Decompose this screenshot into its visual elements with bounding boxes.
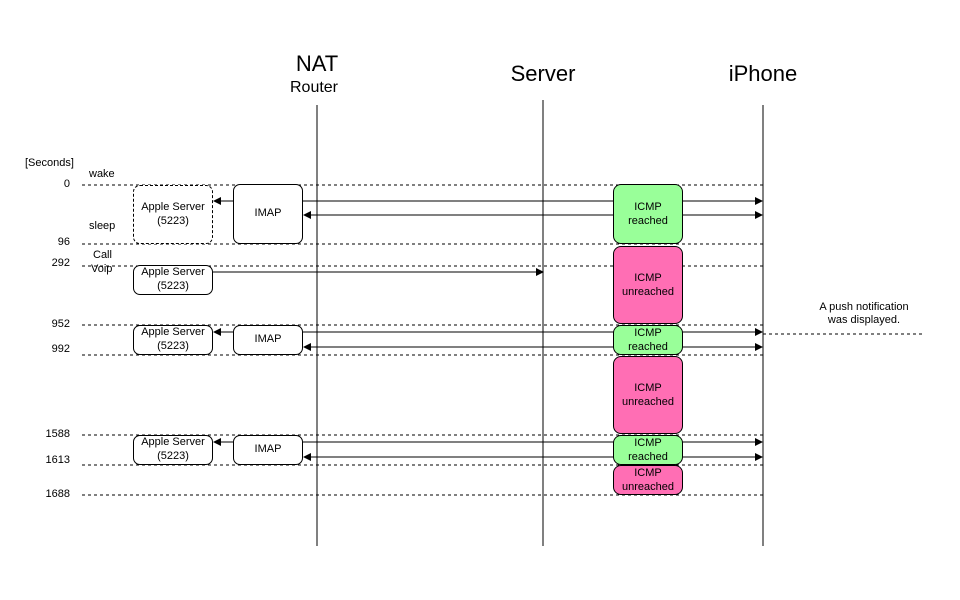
apple-server-label: Apple Server (141, 436, 205, 449)
apple-server-port: (5223) (157, 340, 189, 352)
apple-server-port: (5223) (157, 280, 189, 292)
icmp-status: unreached (622, 396, 674, 408)
apple-server-box-4: Apple Server (5223) (133, 435, 213, 465)
time-label-1588: 1588 (45, 428, 70, 440)
icmp-label: ICMP (634, 436, 662, 449)
time-label-952: 952 (51, 318, 70, 330)
push-note-line-2: was displayed. (827, 314, 901, 327)
icmp-unreached-1: ICMP unreached (613, 246, 683, 324)
icmp-reached-2: ICMP reached (613, 325, 683, 355)
apple-server-label: Apple Server (141, 266, 205, 279)
icmp-label: ICMP (634, 466, 662, 479)
icmp-status: reached (628, 451, 668, 463)
imap-box-2: IMAP (233, 325, 303, 355)
apple-server-port: (5223) (157, 214, 189, 227)
time-label-96: 96 (57, 236, 70, 248)
imap-label: IMAP (254, 443, 282, 456)
axis-unit-label: [Seconds] (25, 157, 74, 169)
icmp-status: reached (628, 341, 668, 353)
time-label-292: 292 (51, 257, 70, 269)
apple-server-port: (5223) (157, 450, 189, 462)
icmp-label: ICMP (634, 271, 662, 284)
time-label-1613: 1613 (45, 454, 70, 466)
imap-box-3: IMAP (233, 435, 303, 465)
event-call-label: Call (93, 249, 112, 261)
imap-label: IMAP (254, 207, 282, 220)
icmp-reached-1: ICMP reached (613, 184, 683, 244)
push-note-line-1: A push notification (819, 301, 909, 313)
event-voip-label: Voip (91, 263, 113, 275)
apple-server-label: Apple Server (141, 326, 205, 339)
time-label-992: 992 (51, 343, 70, 355)
header-router: Router (289, 79, 339, 96)
apple-server-box-2: Apple Server (5223) (133, 265, 213, 295)
icmp-status: unreached (622, 286, 674, 298)
icmp-unreached-2: ICMP unreached (613, 356, 683, 434)
icmp-reached-3: ICMP reached (613, 435, 683, 465)
icmp-label: ICMP (634, 381, 662, 394)
icmp-unreached-3: ICMP unreached (613, 465, 683, 495)
imap-label: IMAP (254, 333, 282, 346)
time-label-0: 0 (63, 178, 70, 190)
apple-server-box-3: Apple Server (5223) (133, 325, 213, 355)
event-sleep-label: sleep (89, 220, 116, 232)
icmp-status: unreached (622, 481, 674, 493)
icmp-label: ICMP (634, 200, 662, 213)
event-wake-label: wake (89, 168, 115, 180)
icmp-status: reached (628, 215, 668, 227)
time-label-1688: 1688 (45, 488, 70, 500)
icmp-label: ICMP (634, 326, 662, 339)
header-nat: NAT (295, 51, 339, 76)
apple-server-label: Apple Server (141, 200, 205, 213)
imap-box-1: IMAP (233, 184, 303, 244)
apple-server-box-1: Apple Server (5223) (133, 185, 213, 244)
push-notification-note: A push notification was displayed. (800, 301, 928, 327)
header-server: Server (510, 61, 576, 86)
header-iphone: iPhone (728, 61, 798, 86)
